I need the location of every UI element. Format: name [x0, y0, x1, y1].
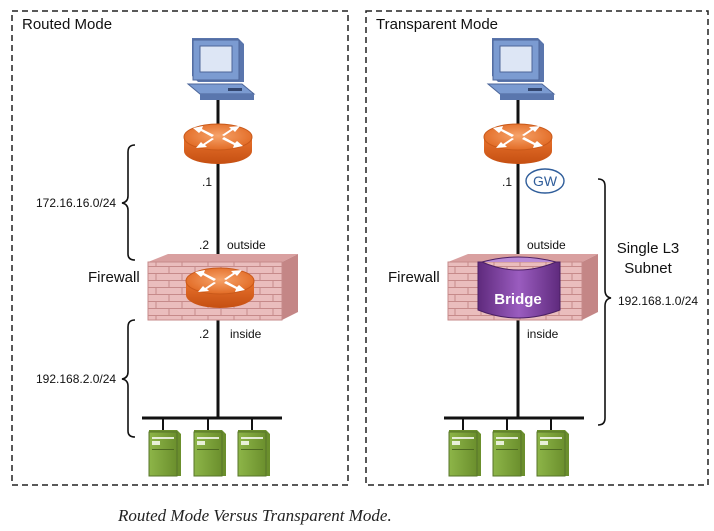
- bridge-label: Bridge: [494, 291, 542, 308]
- upper-subnet-brace: [121, 144, 136, 261]
- network-diagram: Routed Mode .1 .2 outside .2 inside 172.…: [11, 10, 709, 486]
- firewall-label: Firewall: [388, 269, 440, 286]
- subnet-brace: [597, 178, 612, 426]
- bridge-icon: [477, 256, 561, 319]
- router-icon: [483, 123, 553, 165]
- server-icon: [237, 429, 271, 477]
- routed-mode-title: Routed Mode: [22, 16, 112, 33]
- gateway-label: GW: [533, 173, 558, 189]
- server-icon: [536, 429, 570, 477]
- server-icon: [448, 429, 482, 477]
- outside-interface-label: outside: [227, 238, 266, 252]
- subnet-title-line2: Subnet: [624, 260, 672, 277]
- router-ip-label: .1: [202, 175, 212, 189]
- upper-subnet-label: 172.16.16.0/24: [36, 196, 116, 210]
- computer-icon: [187, 37, 255, 101]
- transparent-mode-frame: [365, 10, 709, 486]
- firewall-label: Firewall: [88, 269, 140, 286]
- server-icon: [492, 429, 526, 477]
- subnet-label: 192.168.1.0/24: [618, 294, 698, 308]
- computer-icon: [487, 37, 555, 101]
- outside-interface-label: outside: [527, 238, 566, 252]
- router-icon: [183, 123, 253, 165]
- inside-interface-label: inside: [230, 327, 262, 341]
- transparent-mode-title: Transparent Mode: [376, 16, 498, 33]
- server-icon: [148, 429, 182, 477]
- firewall-inside-ip-label: .2: [199, 327, 209, 341]
- server-icon: [193, 429, 227, 477]
- subnet-title-line1: Single L3: [617, 240, 680, 257]
- figure-caption: Routed Mode Versus Transparent Mode.: [118, 506, 392, 525]
- lower-subnet-brace: [121, 319, 136, 438]
- gateway-badge: [525, 168, 565, 194]
- inside-interface-label: inside: [527, 327, 559, 341]
- routed-mode-frame: [11, 10, 349, 486]
- router-ip-label: .1: [502, 175, 512, 189]
- firewall-outside-ip-label: .2: [199, 238, 209, 252]
- firewall-router-icon: [185, 267, 255, 309]
- lower-subnet-label: 192.168.2.0/24: [36, 372, 116, 386]
